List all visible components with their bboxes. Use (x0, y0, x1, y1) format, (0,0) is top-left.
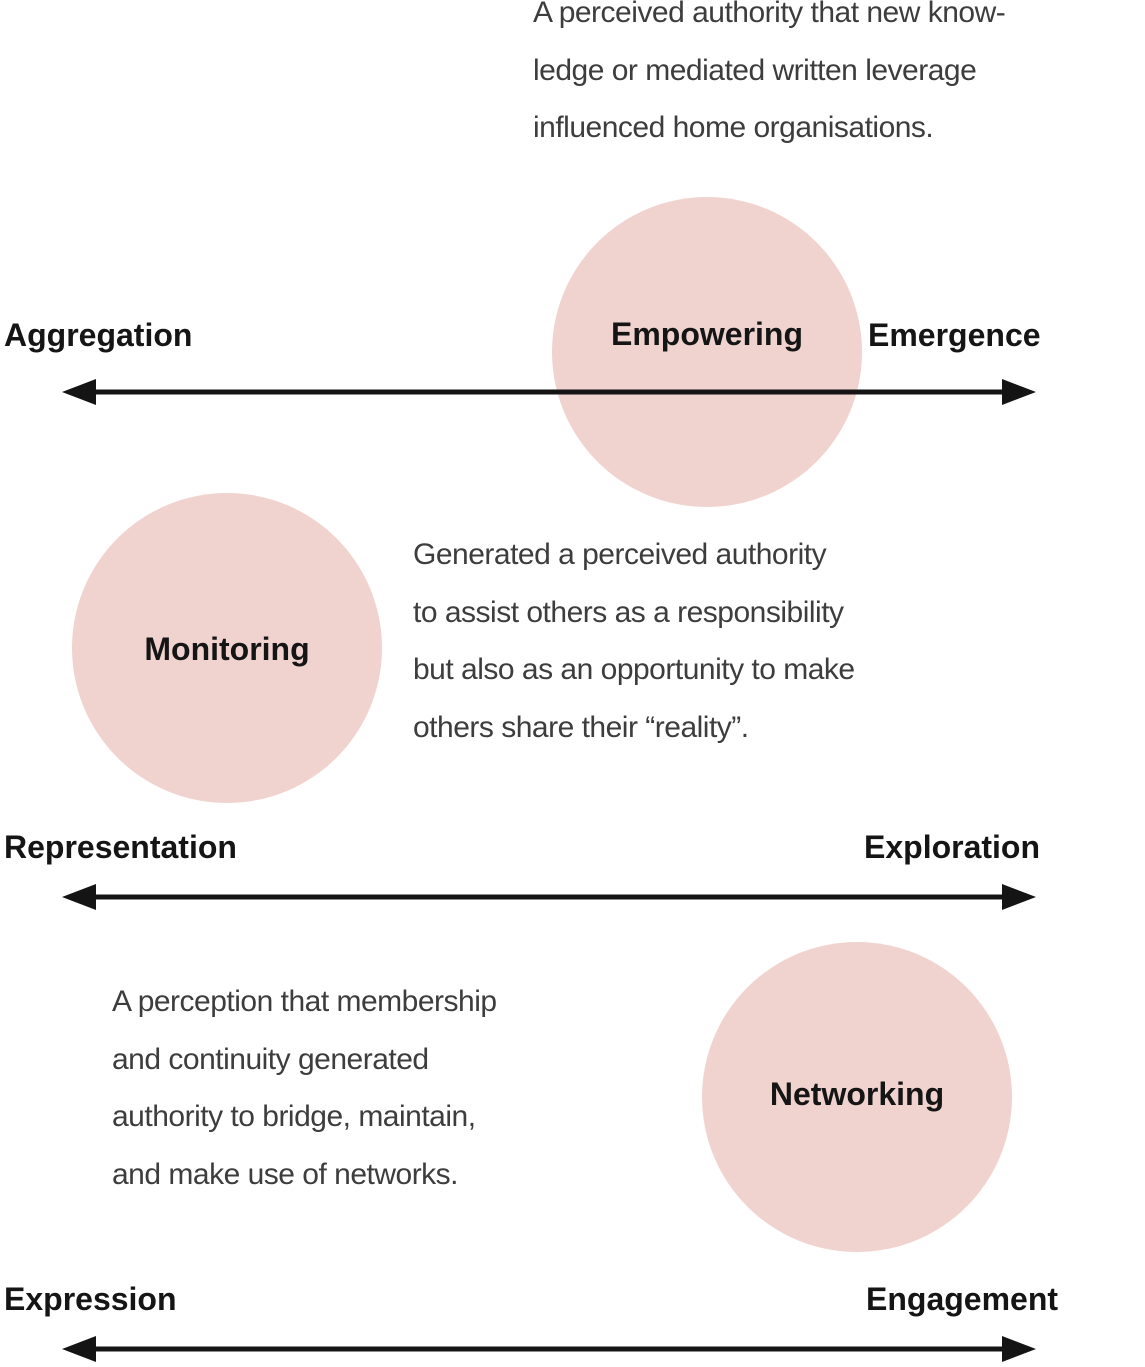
networking-description: A perception that membership and continu… (112, 973, 497, 1203)
axis3-right-label: Engagement (866, 1281, 1059, 1317)
description-line: to assist others as a responsibility (413, 595, 844, 629)
monitoring-label: Monitoring (144, 631, 310, 667)
axis3-double-arrow-icon (62, 1336, 1036, 1362)
axis1-left-label: Aggregation (4, 317, 193, 353)
description-line: ledge or mediated written leverage (533, 53, 977, 87)
axis2-left-label: Representation (4, 829, 237, 865)
description-line: but also as an opportunity to make (413, 653, 855, 686)
axis2-double-arrow-icon (62, 884, 1036, 910)
description-line: and make use of networks. (112, 1157, 459, 1191)
networking-circle (702, 942, 1012, 1252)
axis1-right-label: Emergence (868, 317, 1041, 353)
monitoring-circle (72, 493, 382, 803)
description-line: A perceived authority that new know- (533, 0, 1006, 29)
description-line: A perception that membership (112, 985, 497, 1018)
description-line: influenced home organisations. (533, 111, 934, 144)
axis1-double-arrow-icon (62, 379, 1036, 405)
empowering-label: Empowering (610, 316, 804, 352)
axis2-right-label: Exploration (864, 829, 1041, 865)
networking-label: Networking (769, 1076, 945, 1112)
empowering-description: A perceived authority that new know- led… (533, 0, 1006, 157)
axis3-left-label: Expression (4, 1281, 177, 1317)
description-line: and continuity generated (112, 1042, 429, 1076)
description-line: Generated a perceived authority (413, 538, 827, 571)
empowering-circle (552, 197, 862, 507)
monitoring-description: Generated a perceived authority to assis… (413, 526, 855, 756)
description-line: others share their “reality”. (413, 710, 749, 744)
description-line: authority to bridge, maintain, (112, 1100, 476, 1133)
